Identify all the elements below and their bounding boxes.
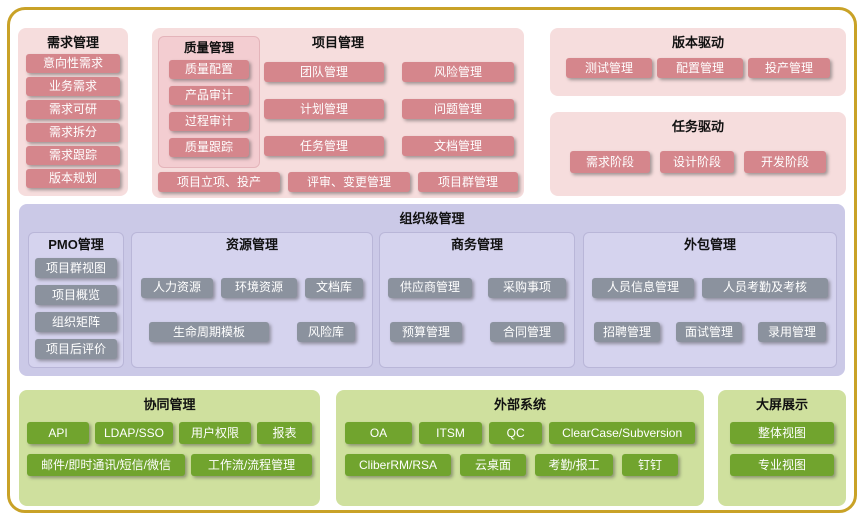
- version-driven-title: 版本驱动: [671, 35, 724, 50]
- module-item: 需求拆分: [26, 123, 120, 142]
- module-item: 业务需求: [26, 77, 120, 96]
- module-item: 计划管理: [264, 99, 384, 119]
- module-item: 评审、变更管理: [288, 172, 410, 192]
- module-item: 报表: [257, 422, 312, 444]
- module-item: 项目后评价: [35, 339, 117, 359]
- module-item: 需求阶段: [570, 151, 650, 173]
- organization-section: 组织级管理 PMO管理 项目群视图 项目概览 组织矩阵 项目后评价 资源管理 人…: [19, 204, 845, 376]
- module-item: 问题管理: [402, 99, 514, 119]
- quality-management-panel: 质量管理 质量配置 产品审计 过程审计 质量跟踪: [158, 36, 260, 168]
- module-item: 产品审计: [169, 86, 249, 105]
- module-item: 整体视图: [730, 422, 834, 444]
- resource-panel: 资源管理 人力资源 环境资源 文档库 生命周期模板 风险库: [131, 232, 373, 368]
- pmo-panel: PMO管理 项目群视图 项目概览 组织矩阵 项目后评价: [28, 232, 124, 368]
- module-item: 人员考勤及考核: [702, 277, 828, 298]
- collaboration-title: 协同管理: [143, 397, 196, 412]
- module-item: 人员信息管理: [592, 277, 694, 298]
- collaboration-section: 协同管理 API LDAP/SSO 用户权限 报表 邮件/即时通讯/短信/微信 …: [19, 390, 320, 506]
- module-item: 生命周期模板: [149, 322, 269, 343]
- module-item: API: [27, 422, 89, 444]
- project-management-section: 项目管理 质量管理 质量配置 产品审计 过程审计 质量跟踪 团队管理 计划管理 …: [152, 28, 524, 198]
- module-item: 开发阶段: [744, 151, 826, 173]
- module-item: 面试管理: [676, 322, 742, 343]
- module-item: 质量跟踪: [169, 138, 249, 157]
- module-item: 测试管理: [566, 58, 652, 78]
- outsourcing-panel: 外包管理 人员信息管理 人员考勤及考核 招聘管理 面试管理 录用管理: [583, 232, 837, 368]
- module-item: 过程审计: [169, 112, 249, 131]
- module-item: 团队管理: [264, 62, 384, 82]
- module-item: 采购事项: [488, 277, 566, 298]
- task-driven-title: 任务驱动: [671, 119, 724, 134]
- module-item: 专业视图: [730, 454, 834, 476]
- organization-title: 组织级管理: [399, 211, 465, 226]
- module-item: CliberRM/RSA: [345, 454, 451, 476]
- module-item: 投产管理: [748, 58, 830, 78]
- module-item: 人力资源: [141, 277, 213, 298]
- module-item: 组织矩阵: [35, 312, 117, 332]
- module-item: 考勤/报工: [535, 454, 613, 476]
- version-driven-section: 版本驱动 测试管理 配置管理 投产管理: [550, 28, 846, 96]
- module-item: 合同管理: [490, 322, 564, 343]
- quality-title: 质量管理: [183, 41, 234, 55]
- module-item: 文档管理: [402, 136, 514, 156]
- module-item: 风险库: [297, 322, 355, 343]
- module-item: 邮件/即时通讯/短信/微信: [27, 454, 185, 476]
- module-item: 需求可研: [26, 100, 120, 119]
- module-item: 风险管理: [402, 62, 514, 82]
- outsourcing-title: 外包管理: [683, 237, 736, 252]
- module-item: 项目立项、投产: [158, 172, 280, 192]
- outer-gold-frame: [7, 7, 857, 513]
- dashboard-section: 大屏展示 整体视图 专业视图: [718, 390, 846, 506]
- module-item: 配置管理: [657, 58, 743, 78]
- external-systems-title: 外部系统: [493, 397, 546, 412]
- module-item: 设计阶段: [660, 151, 734, 173]
- module-item: QC: [489, 422, 543, 444]
- module-item: 招聘管理: [594, 322, 660, 343]
- module-item: 用户权限: [179, 422, 251, 444]
- module-item: 钉钉: [622, 454, 678, 476]
- module-item: 云桌面: [460, 454, 526, 476]
- module-item: LDAP/SSO: [95, 422, 173, 444]
- business-panel: 商务管理 供应商管理 采购事项 预算管理 合同管理: [379, 232, 575, 368]
- module-item: 录用管理: [758, 322, 826, 343]
- module-item: 项目群管理: [418, 172, 518, 192]
- task-driven-section: 任务驱动 需求阶段 设计阶段 开发阶段: [550, 112, 846, 196]
- project-title: 项目管理: [311, 35, 364, 50]
- module-item: 供应商管理: [388, 277, 472, 298]
- project-right-column: 风险管理 问题管理 文档管理: [402, 62, 514, 156]
- requirements-section: 需求管理 意向性需求 业务需求 需求可研 需求拆分 需求跟踪 版本规划: [18, 28, 128, 196]
- module-item: ClearCase/Subversion: [549, 422, 695, 444]
- resource-title: 资源管理: [225, 237, 278, 252]
- module-item: 文档库: [305, 277, 363, 298]
- module-item: 需求跟踪: [26, 146, 120, 165]
- module-item: 版本规划: [26, 169, 120, 188]
- module-item: 环境资源: [221, 277, 297, 298]
- module-item: 预算管理: [390, 322, 462, 343]
- requirements-title: 需求管理: [46, 35, 99, 50]
- module-item: 项目群视图: [35, 258, 117, 278]
- business-title: 商务管理: [450, 237, 503, 252]
- module-item: OA: [345, 422, 412, 444]
- module-item: 任务管理: [264, 136, 384, 156]
- dashboard-title: 大屏展示: [755, 397, 808, 412]
- module-item: ITSM: [418, 422, 483, 444]
- module-item: 工作流/流程管理: [191, 454, 312, 476]
- module-item: 项目概览: [35, 285, 117, 305]
- project-bottom-row: 项目立项、投产 评审、变更管理 项目群管理: [158, 172, 518, 192]
- pmo-title: PMO管理: [48, 237, 104, 252]
- module-item: 意向性需求: [26, 54, 120, 73]
- external-systems-section: 外部系统 OA ITSM QC ClearCase/Subversion Cli…: [336, 390, 704, 506]
- project-middle-column: 团队管理 计划管理 任务管理: [264, 62, 384, 156]
- module-item: 质量配置: [169, 60, 249, 79]
